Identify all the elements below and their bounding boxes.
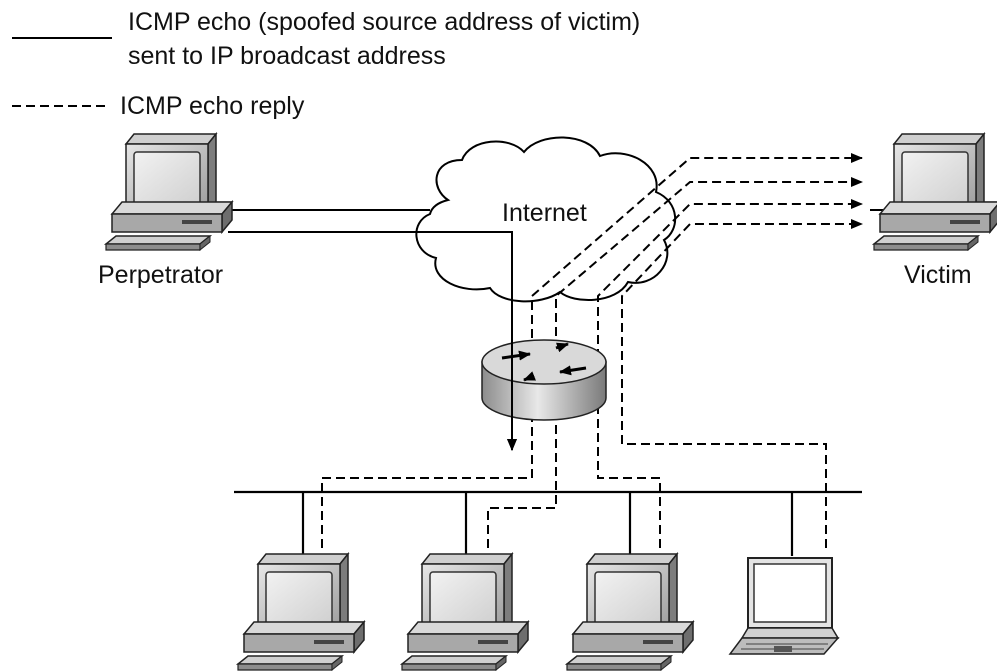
lan-host-1 <box>237 553 365 671</box>
lan-host-3 <box>566 553 694 671</box>
laptop-icon <box>729 557 839 655</box>
internet-label: Internet <box>502 199 587 227</box>
victim-computer: Victim <box>873 133 997 289</box>
desktop-computer-icon <box>237 553 365 671</box>
victim-desktop-computer-icon <box>873 133 997 251</box>
perpetrator-computer: Perpetrator <box>98 133 233 289</box>
lan-host-2 <box>401 553 529 671</box>
victim-label: Victim <box>904 261 972 289</box>
router-icon <box>481 339 607 421</box>
perpetrator-desktop-computer-icon <box>105 133 233 251</box>
legend-solid-text-2: sent to IP broadcast address <box>128 42 446 70</box>
legend: ICMP echo (spoofed source address of vic… <box>12 8 640 120</box>
desktop-computer-icon <box>566 553 694 671</box>
perpetrator-label: Perpetrator <box>98 261 223 289</box>
legend-solid-text-1: ICMP echo (spoofed source address of vic… <box>128 8 640 36</box>
lan-host-4 <box>729 557 839 655</box>
legend-dashed-text: ICMP echo reply <box>120 92 305 120</box>
cloud-icon: Internet <box>415 136 677 303</box>
desktop-computer-icon <box>401 553 529 671</box>
